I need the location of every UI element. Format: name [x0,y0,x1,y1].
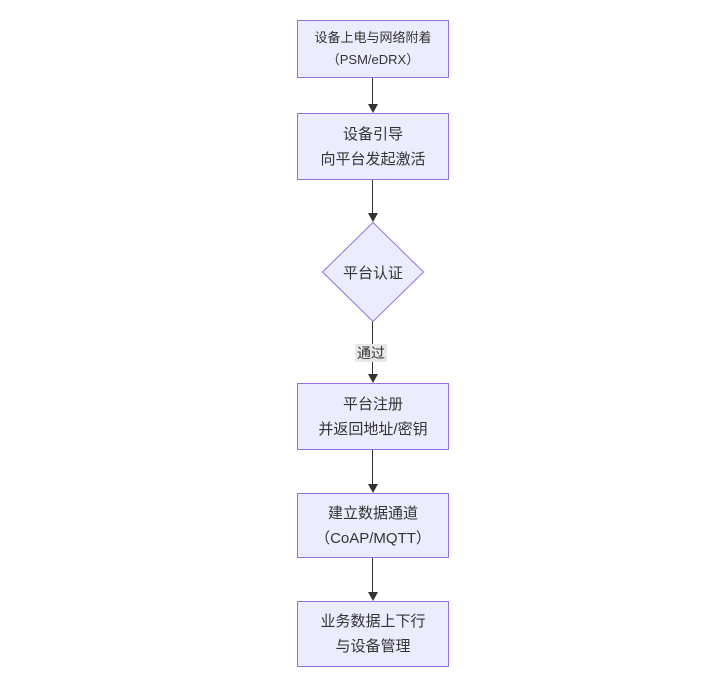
node-data-channel-line2: （CoAP/MQTT） [315,529,431,547]
node-platform-auth: 平台认证 [322,222,424,322]
arrow-line-1 [372,78,373,105]
node-data-channel-line1: 建立数据通道 [327,504,418,522]
node-business-data-line1: 业务数据上下行 [320,613,426,630]
node-power-attach-line1: 设备上电与网络附着 [314,30,432,45]
node-bootstrap-line2: 向平台发起激活 [320,150,426,168]
arrow-head-5 [368,592,378,601]
node-power-attach-line2: （PSM/eDRX） [326,52,420,67]
node-data-channel: 建立数据通道 （CoAP/MQTT） [297,493,449,558]
arrow-head-1 [368,104,378,113]
arrow-line-2 [372,180,373,214]
node-platform-register-line1: 平台注册 [342,395,403,413]
node-business-data: 业务数据上下行 与设备管理 [297,601,449,667]
arrow-line-4 [372,450,373,485]
node-platform-register: 平台注册 并返回地址/密钥 [297,383,449,450]
node-bootstrap-line1: 设备引导 [342,125,403,143]
node-platform-register-line2: 并返回地址/密钥 [318,420,428,438]
node-bootstrap: 设备引导 向平台发起激活 [297,113,449,180]
arrow-head-3 [368,374,378,383]
arrow-head-2 [368,213,378,222]
node-power-attach: 设备上电与网络附着 （PSM/eDRX） [297,20,449,78]
node-platform-auth-label: 平台认证 [342,264,403,282]
diamond-shape [322,222,424,322]
node-business-data-line2: 与设备管理 [335,638,411,655]
arrow-head-4 [368,484,378,493]
arrow-line-5 [372,558,373,593]
edge-label-pass: 通过 [355,344,387,362]
